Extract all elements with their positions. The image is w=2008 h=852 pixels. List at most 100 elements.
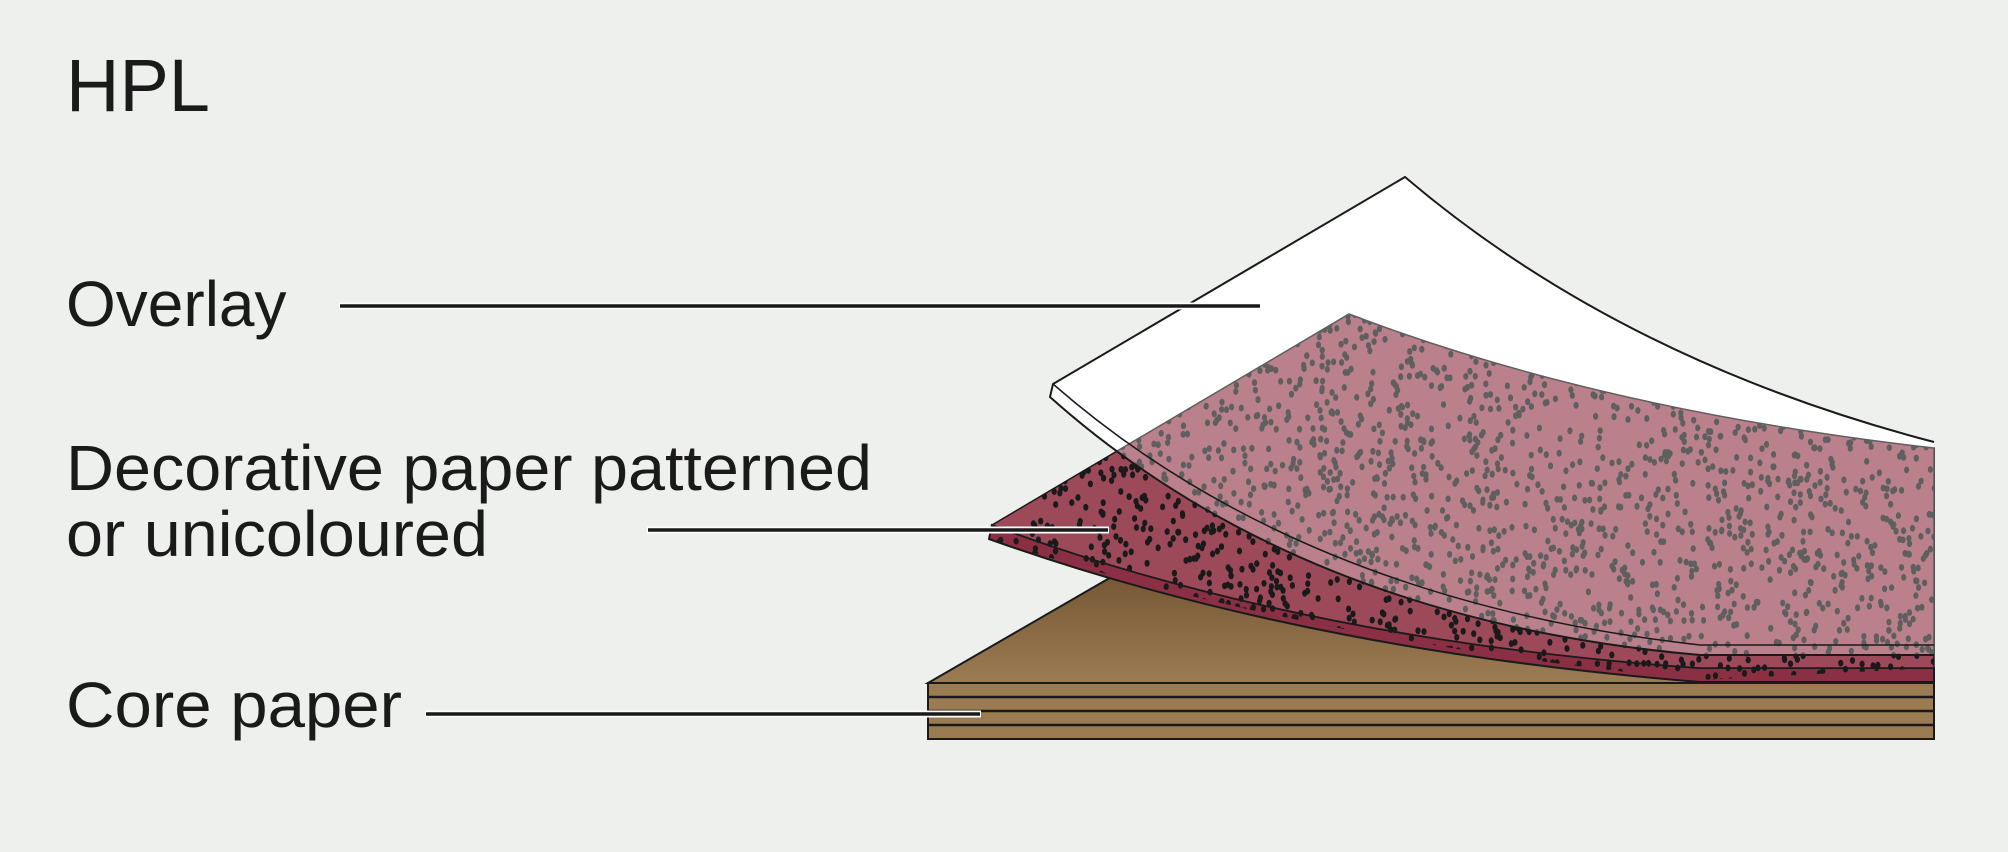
pattern-dot: [1636, 441, 1642, 449]
pattern-dot: [1257, 367, 1263, 374]
pattern-dot: [1761, 354, 1767, 362]
pattern-dot: [1098, 469, 1104, 477]
pattern-dot: [1688, 572, 1695, 580]
pattern-dot: [1741, 359, 1747, 366]
pattern-dot: [1594, 465, 1600, 472]
pattern-dot: [1187, 555, 1193, 563]
pattern-dot: [1866, 347, 1872, 355]
pattern-dot: [1180, 461, 1186, 469]
pattern-dot: [1660, 494, 1666, 502]
pattern-dot: [1873, 637, 1880, 644]
pattern-dot: [1466, 588, 1472, 596]
pattern-dot: [1315, 341, 1322, 349]
pattern-dot: [1629, 460, 1635, 468]
pattern-dot: [1763, 546, 1769, 554]
pattern-dot: [1388, 449, 1394, 457]
pattern-dot: [1749, 363, 1756, 371]
pattern-dot: [1465, 543, 1471, 551]
pattern-dot: [1137, 443, 1143, 450]
pattern-dot: [1741, 526, 1747, 534]
pattern-dot: [1573, 566, 1579, 574]
pattern-dot: [1636, 606, 1642, 614]
pattern-dot: [1670, 410, 1676, 418]
pattern-dot: [1658, 538, 1664, 545]
pattern-dot: [1313, 377, 1319, 385]
pattern-dot: [1170, 535, 1176, 542]
pattern-dot: [982, 396, 987, 403]
pattern-dot: [1654, 626, 1660, 634]
pattern-dot: [1936, 385, 1941, 392]
pattern-dot: [1782, 317, 1788, 324]
pattern-dot: [1051, 538, 1058, 545]
pattern-dot: [1404, 358, 1410, 365]
pattern-dot: [1441, 364, 1447, 372]
pattern-dot: [1766, 325, 1772, 333]
pattern-dot: [1386, 464, 1392, 472]
pattern-dot: [1179, 471, 1185, 479]
pattern-dot: [1334, 325, 1340, 332]
pattern-dot: [1496, 532, 1502, 540]
pattern-dot: [1841, 476, 1847, 484]
pattern-dot: [1472, 435, 1479, 443]
pattern-dot: [1321, 464, 1327, 472]
pattern-dot: [1765, 530, 1771, 538]
pattern-dot: [1040, 400, 1046, 407]
pattern-dot: [990, 599, 996, 607]
pattern-dot: [1335, 475, 1341, 483]
pattern-dot: [1233, 381, 1239, 389]
pattern-dot: [1428, 425, 1435, 433]
pattern-dot: [1649, 437, 1655, 445]
pattern-dot: [1445, 422, 1451, 430]
pattern-dot: [1753, 352, 1759, 360]
pattern-dot: [1331, 358, 1337, 366]
pattern-dot: [1616, 458, 1622, 466]
pattern-dot: [1749, 530, 1755, 538]
pattern-dot: [1824, 484, 1830, 492]
pattern-dot: [1127, 564, 1133, 572]
pattern-dot: [1019, 398, 1025, 405]
pattern-dot: [1494, 489, 1500, 496]
pattern-dot: [1032, 334, 1038, 342]
pattern-dot: [1309, 359, 1315, 367]
pattern-dot: [1531, 559, 1537, 567]
pattern-dot: [1415, 627, 1421, 635]
pattern-dot: [1797, 475, 1803, 483]
pattern-dot: [1021, 341, 1027, 349]
pattern-dot: [1348, 431, 1354, 438]
pattern-dot: [1004, 559, 1010, 567]
pattern-dot: [1596, 434, 1602, 442]
pattern-dot: [1331, 476, 1337, 483]
pattern-dot: [1163, 475, 1169, 483]
pattern-dot: [1675, 525, 1681, 533]
pattern-dot: [1053, 567, 1059, 574]
pattern-dot: [1428, 530, 1434, 537]
pattern-dot: [978, 455, 983, 462]
pattern-dot: [1600, 525, 1606, 533]
pattern-dot: [1496, 404, 1502, 412]
pattern-dot: [1561, 483, 1567, 491]
pattern-dot: [1490, 547, 1496, 555]
pattern-dot: [1536, 424, 1542, 432]
pattern-dot: [1654, 531, 1660, 538]
pattern-dot: [1680, 601, 1687, 608]
pattern-dot: [1836, 626, 1842, 634]
pattern-dot: [1452, 557, 1458, 565]
pattern-dot: [1467, 502, 1473, 509]
pattern-dot: [1013, 374, 1019, 382]
pattern-dot: [1390, 379, 1396, 387]
pattern-dot: [1925, 527, 1931, 535]
pattern-dot: [1766, 557, 1772, 565]
pattern-dot: [1331, 457, 1337, 464]
pattern-dot: [1040, 370, 1046, 378]
pattern-dot: [1884, 638, 1891, 646]
pattern-dot: [1896, 369, 1902, 376]
pattern-dot: [1698, 632, 1704, 640]
pattern-dot: [1883, 373, 1889, 381]
pattern-dot: [1334, 446, 1340, 454]
pattern-dot: [1730, 467, 1736, 474]
pattern-dot: [1716, 345, 1722, 353]
pattern-dot: [1673, 477, 1679, 484]
pattern-dot: [1363, 524, 1369, 532]
pattern-dot: [1662, 449, 1668, 456]
pattern-dot: [1694, 348, 1700, 355]
